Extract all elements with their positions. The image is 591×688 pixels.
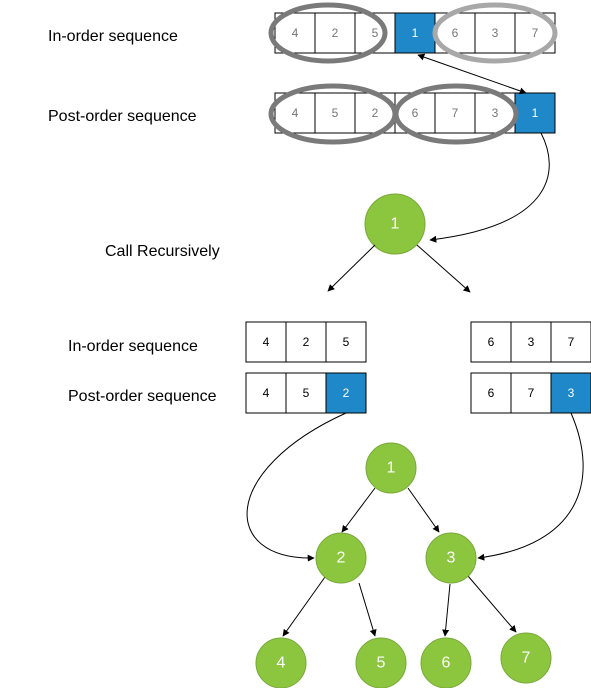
postorder-label-sub: Post-order sequence xyxy=(68,388,217,405)
left-inorder-value: 5 xyxy=(343,335,350,349)
edge-3-6 xyxy=(442,583,451,637)
inorder-cell xyxy=(314,12,356,54)
split-right-arrow xyxy=(416,244,471,293)
postorder-value: 6 xyxy=(412,106,419,120)
edge-3-7 xyxy=(467,575,517,633)
tree-node-right xyxy=(425,532,477,584)
right-inorder-cell xyxy=(550,321,591,363)
edge-1-3 xyxy=(407,487,440,533)
root-node xyxy=(364,193,426,255)
top-inorder-row: 4 2 5 1 6 3 7 xyxy=(274,12,556,54)
left-inorder-cell xyxy=(245,321,287,363)
tree-node-right-left-label: 6 xyxy=(442,655,451,672)
right-postorder-root-value: 3 xyxy=(568,386,575,400)
left-postorder-root-cell xyxy=(325,372,367,414)
right-inorder-value: 3 xyxy=(528,335,535,349)
left-subtree-group-inorder xyxy=(268,2,388,64)
postorder-value: 2 xyxy=(372,106,379,120)
inorder-root-value: 1 xyxy=(412,26,419,40)
root-node-label: 1 xyxy=(391,216,400,233)
inorder-value: 7 xyxy=(532,26,539,40)
right-root-arrow xyxy=(477,412,584,561)
tree-node-root xyxy=(365,442,417,494)
left-inorder-cell xyxy=(325,321,367,363)
left-postorder-value: 5 xyxy=(303,386,310,400)
left-inorder-row: 4 2 5 xyxy=(245,321,367,363)
top-postorder-row: 4 5 2 6 7 3 1 xyxy=(274,92,556,134)
tree-node-right-right-label: 7 xyxy=(522,650,531,667)
left-postorder-row: 4 5 2 xyxy=(245,372,367,414)
right-postorder-cell xyxy=(510,372,552,414)
tree-node-left-label: 2 xyxy=(337,550,346,567)
left-postorder-cell xyxy=(285,372,327,414)
inorder-value: 5 xyxy=(372,26,379,40)
inorder-label-sub: In-order sequence xyxy=(68,338,198,355)
tree-node-left-left xyxy=(255,637,307,688)
right-inorder-value: 7 xyxy=(568,335,575,349)
postorder-cell xyxy=(434,92,476,134)
left-inorder-cell xyxy=(285,321,327,363)
split-left-arrow xyxy=(327,244,376,292)
edge-2-5 xyxy=(358,582,377,637)
postorder-root-cell xyxy=(514,92,556,134)
inorder-label-top: In-order sequence xyxy=(48,28,178,45)
postorder-root-value: 1 xyxy=(532,106,539,120)
left-inorder-value: 2 xyxy=(303,335,310,349)
inorder-cell xyxy=(474,12,516,54)
tree-node-left-right-label: 5 xyxy=(377,655,386,672)
tree-node-left xyxy=(315,532,367,584)
tree-node-right-left xyxy=(420,637,472,688)
postorder-label-top: Post-order sequence xyxy=(48,108,197,125)
tree-node-root-label: 1 xyxy=(387,460,396,477)
postorder-value: 7 xyxy=(452,106,459,120)
right-postorder-value: 6 xyxy=(488,386,495,400)
tree-node-left-left-label: 4 xyxy=(277,655,286,672)
postorder-value: 5 xyxy=(332,106,339,120)
edge-1-2 xyxy=(341,487,376,533)
root-link-arrow xyxy=(417,53,527,95)
left-root-arrow xyxy=(246,412,347,562)
postorder-value: 4 xyxy=(292,106,299,120)
left-postorder-cell xyxy=(245,372,287,414)
edge-2-4 xyxy=(282,576,326,637)
right-inorder-cell xyxy=(470,321,512,363)
right-postorder-value: 7 xyxy=(528,386,535,400)
right-postorder-cell xyxy=(470,372,512,414)
right-inorder-row: 6 3 7 xyxy=(470,321,591,363)
right-inorder-cell xyxy=(510,321,552,363)
tree-node-left-right xyxy=(355,637,407,688)
inorder-value: 3 xyxy=(492,26,499,40)
tree-node-right-label: 3 xyxy=(447,550,456,567)
tree-node-right-right xyxy=(500,632,552,684)
inorder-value: 2 xyxy=(332,26,339,40)
inorder-value: 6 xyxy=(452,26,459,40)
right-inorder-value: 6 xyxy=(488,335,495,349)
call-recursively-label: Call Recursively xyxy=(105,243,220,260)
postorder-cell xyxy=(314,92,356,134)
postorder-value: 3 xyxy=(492,106,499,120)
left-postorder-root-value: 2 xyxy=(343,386,350,400)
inorder-value: 4 xyxy=(292,26,299,40)
right-postorder-row: 6 7 3 xyxy=(470,372,591,414)
root-extract-arrow xyxy=(429,132,550,243)
left-inorder-value: 4 xyxy=(263,335,270,349)
left-postorder-value: 4 xyxy=(263,386,270,400)
